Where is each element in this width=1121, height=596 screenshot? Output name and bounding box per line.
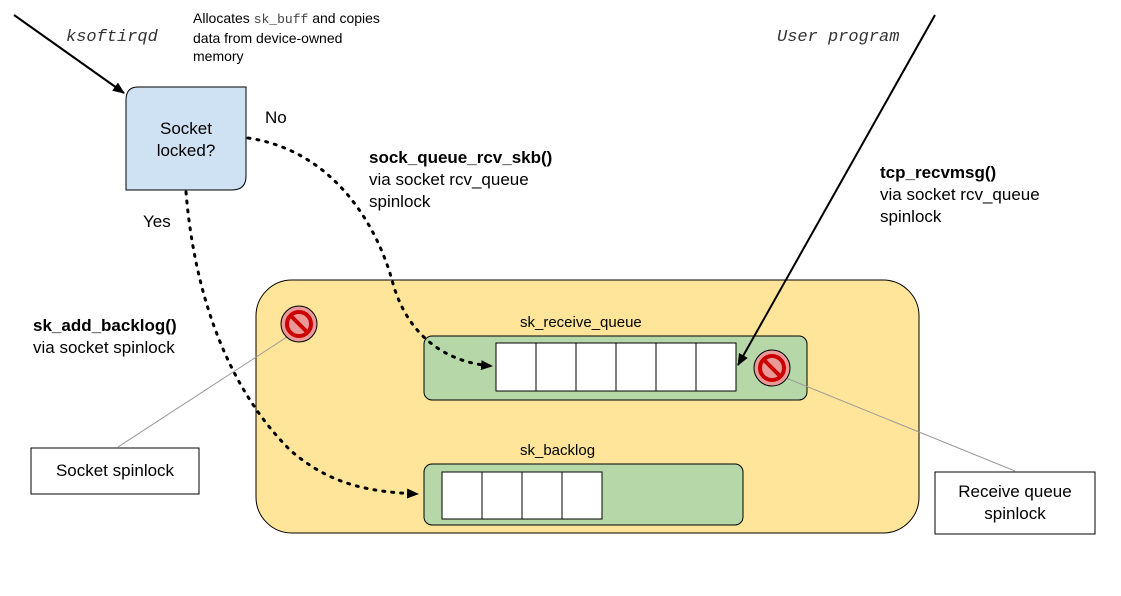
backlog-slots (441, 471, 603, 520)
receive-spinlock-leader (785, 377, 1016, 472)
ksoftirqd-arrow (13, 14, 125, 94)
no-label: No (265, 108, 287, 127)
tcp-recvmsg-fn: tcp_recvmsg() (880, 163, 997, 182)
sock-queue-rcv-skb-note: sock_queue_rcv_skb() via socket rcv_queu… (369, 148, 553, 211)
user-program-arrow (737, 14, 936, 366)
alloc-note-line1: Allocates sk_buff and copies (193, 10, 380, 27)
alloc-note: Allocates sk_buff and copies data from d… (193, 9, 380, 65)
no-path-arrow (246, 136, 494, 371)
yes-path-arrow (184, 190, 420, 499)
receive-spinlock-text: Receive queue spinlock (958, 482, 1072, 523)
receive-queue-label: sk_receive_queue (520, 314, 642, 331)
alloc-note-line2: data from device-owned (193, 30, 343, 46)
socket-spinlock-leader (117, 334, 291, 448)
decision-box (125, 86, 247, 191)
receive-queue-lock-icon (753, 349, 791, 387)
ksoftirqd-label: ksoftirqd (66, 28, 158, 47)
socket-spinlock-box (30, 447, 200, 495)
sk-add-backlog-fn: sk_add_backlog() (33, 316, 177, 335)
user-program-label: User program (777, 28, 900, 47)
yes-label: Yes (143, 212, 171, 231)
receive-spinlock-box (934, 471, 1096, 535)
sock-queue-rcv-skb-fn: sock_queue_rcv_skb() (369, 148, 553, 167)
alloc-note-line3: memory (193, 48, 244, 64)
tcp-recvmsg-note: tcp_recvmsg() via socket rcv_queue spinl… (880, 163, 1040, 226)
sk-buff-code: sk_buff (253, 12, 309, 27)
socket-lock-icon (280, 305, 318, 343)
receive-queue-slots (495, 342, 737, 392)
socket-spinlock-text: Socket spinlock (55, 461, 175, 480)
decision-label: Socket locked? (156, 119, 216, 160)
backlog-label: sk_backlog (520, 442, 596, 459)
sk-add-backlog-note: sk_add_backlog() via socket spinlock (33, 316, 177, 357)
